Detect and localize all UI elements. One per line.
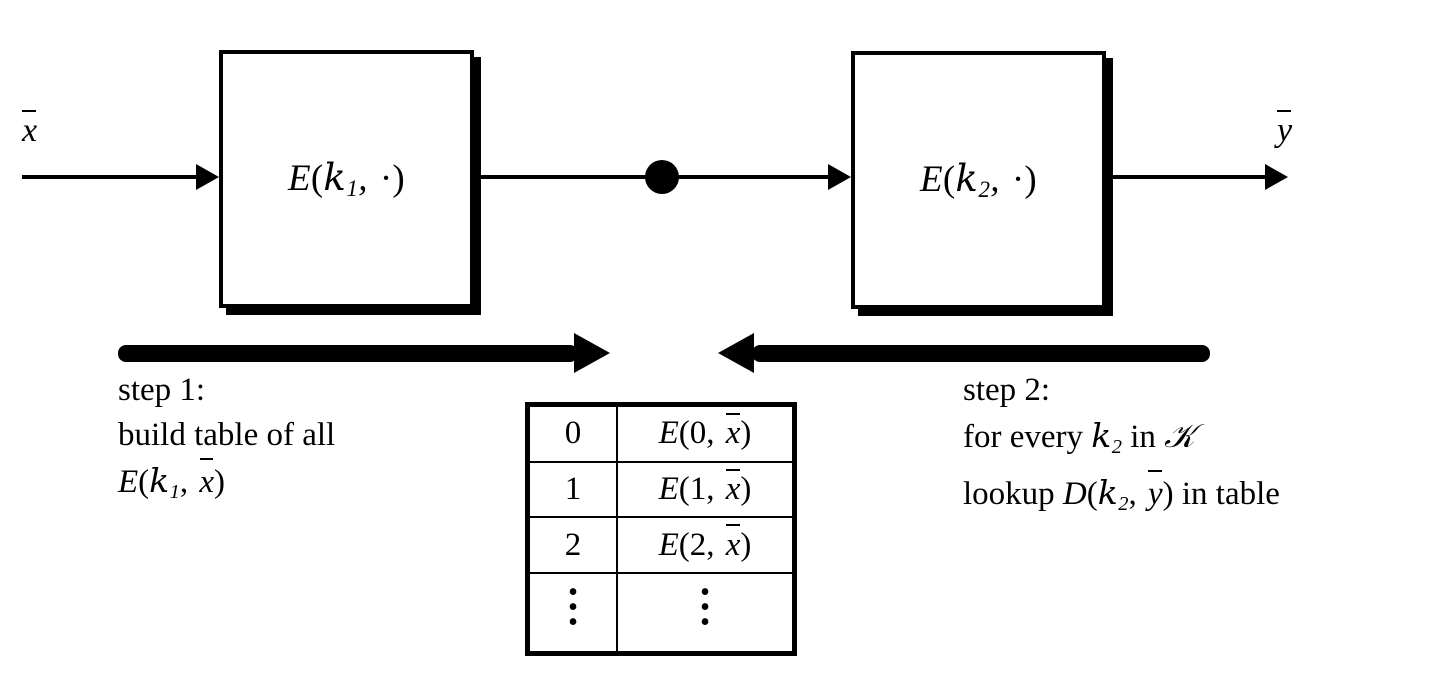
step-1-line-3: E(k1, x)	[118, 457, 226, 504]
vertical-dots-icon: •••	[568, 577, 578, 639]
step-2-line-3: lookup D(k2, y) in table	[963, 469, 1280, 516]
step-2-arrowhead-icon	[718, 333, 754, 373]
step-1-caption: step 1: build table of all E(k1, x)	[118, 368, 335, 515]
lookup-table[interactable]: 0 E(0, x) 1 E(1, x) 2 E(2, x) ••• •••	[525, 402, 797, 656]
vertical-dots-icon: •••	[700, 577, 710, 639]
table-cell-key-ellipsis: •••	[530, 572, 618, 651]
encrypt-block-2-label: E(k2, ·)	[920, 156, 1037, 203]
input-arrowhead-icon	[196, 164, 219, 190]
table-cell-value: E(0, x)	[617, 407, 792, 463]
step-2-line-2: for every k2 in 𝒦	[963, 416, 1195, 459]
step-2-caption: step 2: for every k2 in 𝒦 lookup D(k2, y…	[963, 368, 1280, 527]
output-arrowhead-icon	[1265, 164, 1288, 190]
midpoint-dot-icon	[645, 160, 679, 194]
step-1-line-1: step 1:	[118, 372, 206, 408]
table-cell-key: 1	[530, 460, 618, 519]
encrypt-block-1[interactable]: E(k1, ·)	[219, 50, 474, 308]
middle-arrowhead-icon	[828, 164, 851, 190]
output-wire	[1106, 175, 1271, 179]
step-1-arrow-shaft	[118, 345, 578, 362]
table-row: 0 E(0, x)	[530, 407, 792, 463]
output-label-y-bar: y	[1277, 109, 1293, 149]
table-row: 1 E(1, x)	[530, 460, 792, 519]
table-row: ••• •••	[530, 572, 792, 651]
table-cell-value-ellipsis: •••	[617, 572, 792, 651]
table-row: 2 E(2, x)	[530, 516, 792, 575]
step-1-line-2: build table of all	[118, 417, 336, 453]
encrypt-block-1-label: E(k1, ·)	[288, 155, 405, 202]
table-cell-key: 0	[530, 407, 618, 463]
step-1-arrowhead-icon	[574, 333, 610, 373]
table-cell-key: 2	[530, 516, 618, 575]
input-label-x-bar: x	[22, 109, 38, 149]
step-2-line-1: step 2:	[963, 372, 1051, 408]
step-2-arrow-shaft	[752, 345, 1210, 362]
table-cell-value: E(1, x)	[617, 460, 792, 519]
table-cell-value: E(2, x)	[617, 516, 792, 575]
input-wire	[22, 175, 202, 179]
encrypt-block-2[interactable]: E(k2, ·)	[851, 51, 1106, 309]
